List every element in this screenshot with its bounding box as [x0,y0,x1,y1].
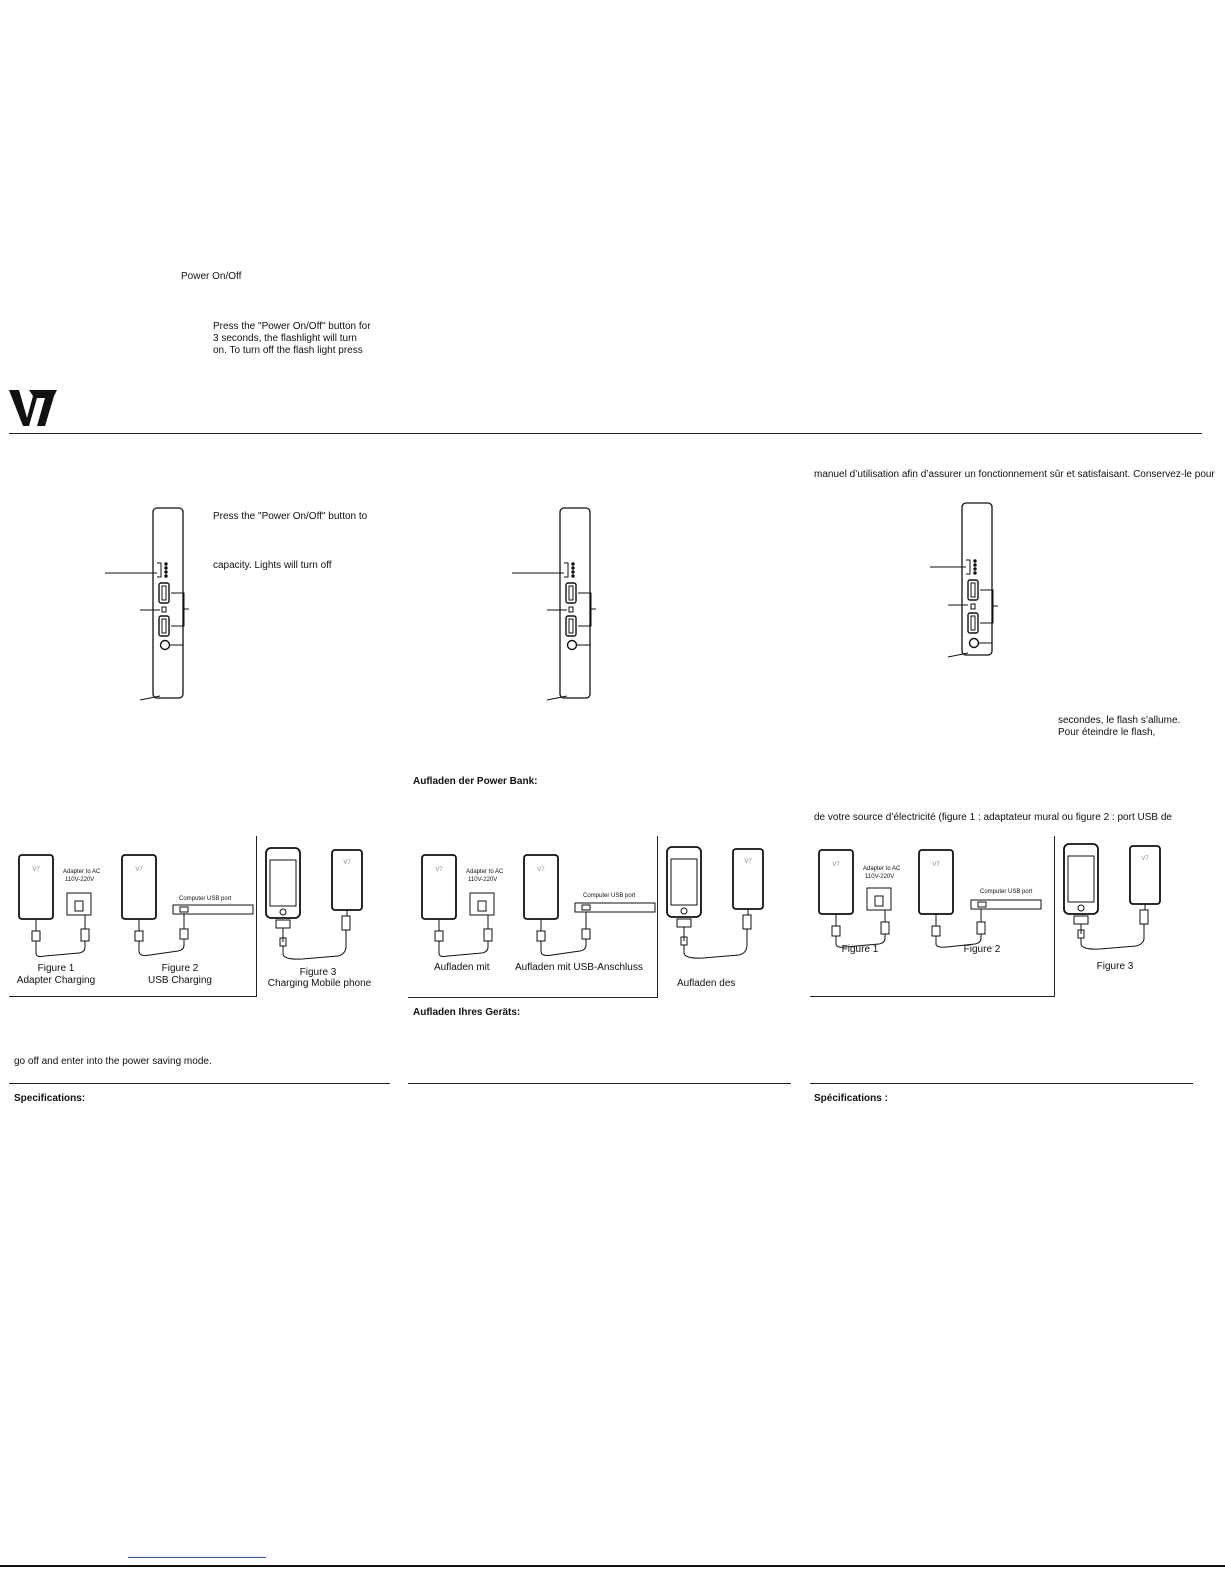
col3-figure2-title: Figure 2 [963,944,1001,955]
col2-figure3-illustration: V7 [663,845,773,970]
col2-aufladen-mit: Aufladen mit [434,962,490,973]
header-rule [9,433,1202,434]
col1-figure3-title: Figure 3 [299,967,337,978]
svg-text:V7: V7 [932,862,940,868]
col2-figure1-illustration: V7 [418,853,508,963]
svg-text:V7: V7 [1141,856,1149,862]
bottom-link-underline[interactable] [128,1557,266,1558]
col3-figure2-illustration: V7 [915,848,1055,958]
press-power-text-1: Press the "Power On/Off" button to [213,511,368,522]
col3-secondes-text: secondes, le flash s’allume. [1058,715,1181,726]
col2-aufladen-usb: Aufladen mit USB-Anschluss [515,962,643,973]
col3-device-side-diagram [930,500,1030,695]
col3-manuel-text: manuel d’utilisation afin d’assurer un f… [814,469,1215,480]
col2-usb-port-label: Computer USB port [583,893,636,899]
device-side-diagram [105,505,205,701]
col3-usb-port-label: Computer USB port [980,889,1033,895]
power-on-off-label: Power On/Off [181,271,242,282]
col2-figure-frame-right [657,836,658,998]
press-power-text-2a: Press the "Power On/Off" button for [213,321,371,332]
col1-figure2-illustration: V7 [118,853,258,963]
col1-figure3-subtitle: Charging Mobile phone [267,978,372,989]
col2-aufladen-power-bank: Aufladen der Power Bank: [413,776,538,787]
svg-text:V7: V7 [832,862,840,868]
svg-text:V7: V7 [537,867,545,873]
col3-specifications-heading: Spécifications : [814,1093,888,1104]
capacity-text: capacity. Lights will turn off [213,560,332,571]
press-power-text-2c: on. To turn off the flash light press [213,345,363,356]
col1-figure3-illustration: V7 [262,846,372,971]
col2-aufladen-des: Aufladen des [677,978,736,989]
col3-figure3-illustration: V7 [1060,842,1170,967]
press-power-text-2b: 3 seconds, the flashlight will turn [213,333,357,344]
col3-adapter-label-2: 110V-220V [865,874,895,880]
svg-text:V7: V7 [744,859,752,865]
power-saving-text: go off and enter into the power saving m… [14,1056,212,1067]
col2-figure-frame-bottom [408,997,658,998]
col3-figure-frame-bottom [810,996,1054,997]
col1-specifications-heading: Specifications: [14,1093,86,1104]
col1-figure2-subtitle: USB Charging [148,975,212,986]
col1-figure1-illustration: V7 [15,853,105,963]
col1-usb-port-label: Computer USB port [179,896,232,902]
col3-figure1-title: Figure 1 [841,944,879,955]
col3-pour-eteindre-text: Pour éteindre le flash, [1058,727,1156,738]
col1-figure-frame-bottom [9,996,256,997]
footer-rule [0,1565,1225,1567]
col1-adapter-label-2: 110V-220V [65,877,95,883]
col3-adapter-label-1: Adapter to AC [863,866,901,872]
col1-figure1-subtitle: Adapter Charging [16,975,96,986]
col3-figure-frame-right [1054,836,1055,997]
col2-spec-rule [408,1083,791,1084]
col1-figure1-title: Figure 1 [37,963,75,974]
col2-adapter-label-2: 110V-220V [468,877,498,883]
col2-device-side-diagram [512,505,612,701]
svg-text:V7: V7 [32,867,40,873]
svg-text:V7: V7 [435,867,443,873]
col1-figure2-title: Figure 2 [161,963,199,974]
col3-figure3-title: Figure 3 [1096,961,1134,972]
col2-aufladen-geraet: Aufladen Ihres Geräts: [413,1007,521,1018]
v7-logo [9,388,59,428]
col1-figure-frame-right [256,836,257,997]
col2-figure2-illustration: V7 [520,853,660,963]
col3-source-text: de votre source d’électricité (figure 1 … [814,812,1172,823]
svg-text:V7: V7 [135,867,143,873]
col3-figure1-illustration: V7 [815,848,905,958]
col1-adapter-label-1: Adapter to AC [63,869,101,875]
svg-text:V7: V7 [343,860,351,866]
col3-spec-rule [810,1083,1193,1084]
col2-adapter-label-1: Adapter to AC [466,869,504,875]
col1-spec-rule [9,1083,390,1084]
